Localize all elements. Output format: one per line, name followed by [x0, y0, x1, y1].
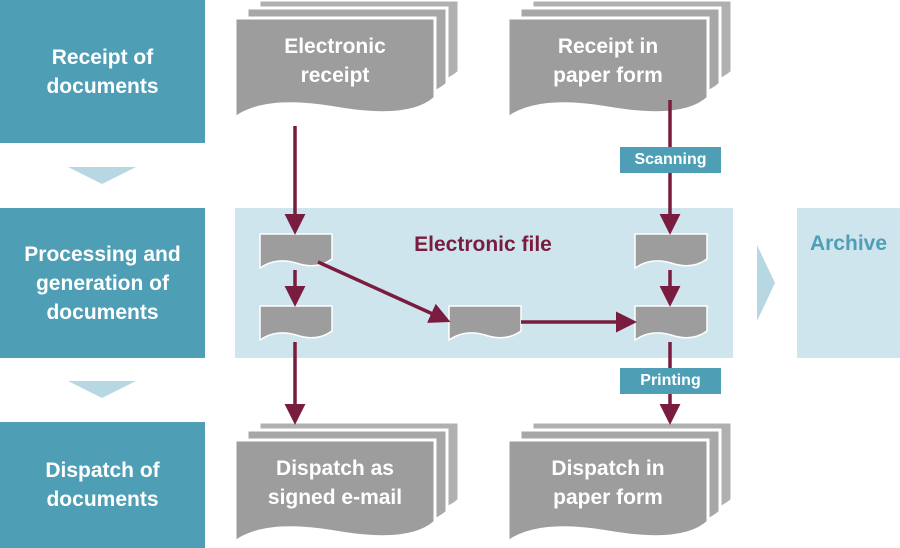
stacked-document-dispatch-paper — [506, 420, 734, 545]
stage-chevron-down-icon — [68, 381, 136, 398]
archive-chevron-right-icon — [757, 245, 775, 321]
printing-tag: Printing — [620, 368, 721, 394]
document-label-electronic-receipt: Electronic receipt — [284, 35, 386, 87]
small-document-1 — [259, 233, 333, 270]
stacked-document-dispatch-email — [233, 420, 461, 545]
stage-processing-and-generation: Processing and generation of documents — [0, 208, 205, 358]
small-document-3 — [448, 305, 522, 342]
archive-label: Archive — [809, 232, 888, 255]
flow-arrow — [317, 260, 451, 323]
stage-dispatch-of-documents: Dispatch of documents — [0, 422, 205, 548]
small-document-4 — [634, 233, 708, 270]
small-document-5 — [634, 305, 708, 342]
archive-box — [797, 208, 900, 358]
document-label-dispatch-paper: Dispatch in paper form — [551, 457, 665, 509]
stage-chevron-down-icon — [68, 167, 136, 184]
document-label-dispatch-email: Dispatch as signed e-mail — [267, 457, 403, 509]
stage-receipt-of-documents: Receipt of documents — [0, 0, 205, 143]
electronic-file-label: Electronic file — [414, 233, 552, 256]
stacked-document-paper-receipt — [506, 0, 734, 121]
document-label-paper-receipt: Receipt in paper form — [553, 35, 663, 87]
small-document-2 — [259, 305, 333, 342]
stacked-document-electronic-receipt — [233, 0, 461, 121]
scanning-tag: Scanning — [620, 147, 721, 173]
